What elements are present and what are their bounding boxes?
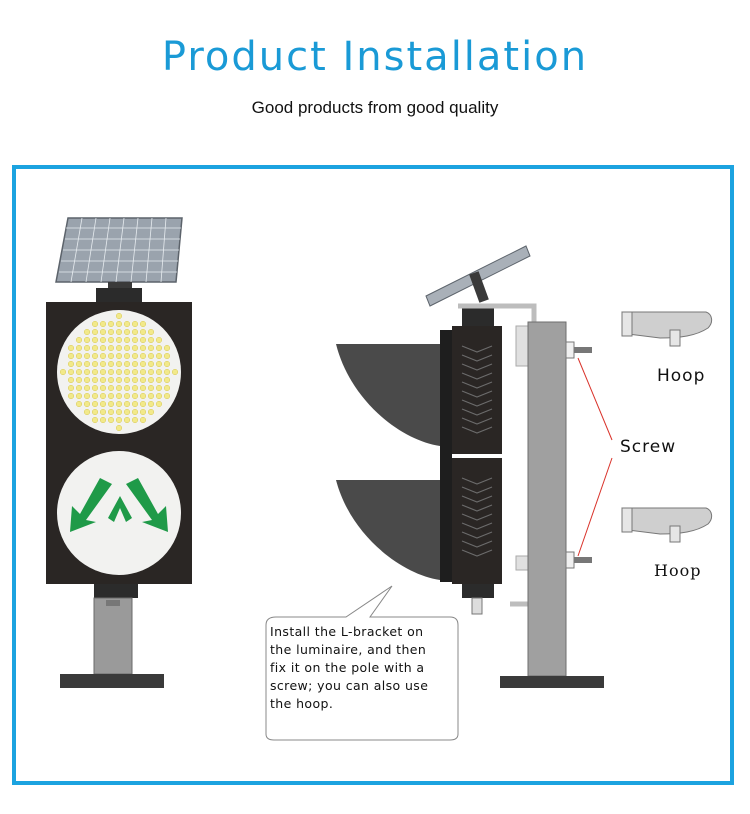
- screw-upper: [565, 341, 592, 359]
- hoop-top-label: Hoop: [657, 366, 706, 386]
- callout-text: Install the L-bracket on the luminaire, …: [270, 624, 429, 711]
- lower-visor: [336, 480, 440, 580]
- hoop-bottom-icon: [621, 507, 713, 543]
- page-title: Product Installation: [161, 34, 589, 80]
- hoop-bottom-label: Hoop: [654, 561, 702, 580]
- hoop-top-icon: [621, 311, 713, 347]
- screw-lower: [565, 551, 592, 569]
- lower-module: [452, 458, 502, 584]
- installation-side-view: [336, 245, 713, 688]
- upper-visor: [336, 344, 440, 446]
- green-arrow-lens: [57, 451, 181, 575]
- mounting-pole: [527, 321, 567, 677]
- green-arrow-icon: [70, 478, 168, 532]
- upper-module: [452, 326, 502, 454]
- led-array: [59, 312, 179, 432]
- page-subtitle: Good products from good quality: [251, 98, 499, 117]
- solar-panel: [55, 217, 183, 290]
- callout-bubble: [265, 585, 459, 741]
- illustration-frame: [12, 165, 734, 785]
- solar-traffic-light: [46, 217, 192, 688]
- screw-label: Screw: [620, 437, 677, 457]
